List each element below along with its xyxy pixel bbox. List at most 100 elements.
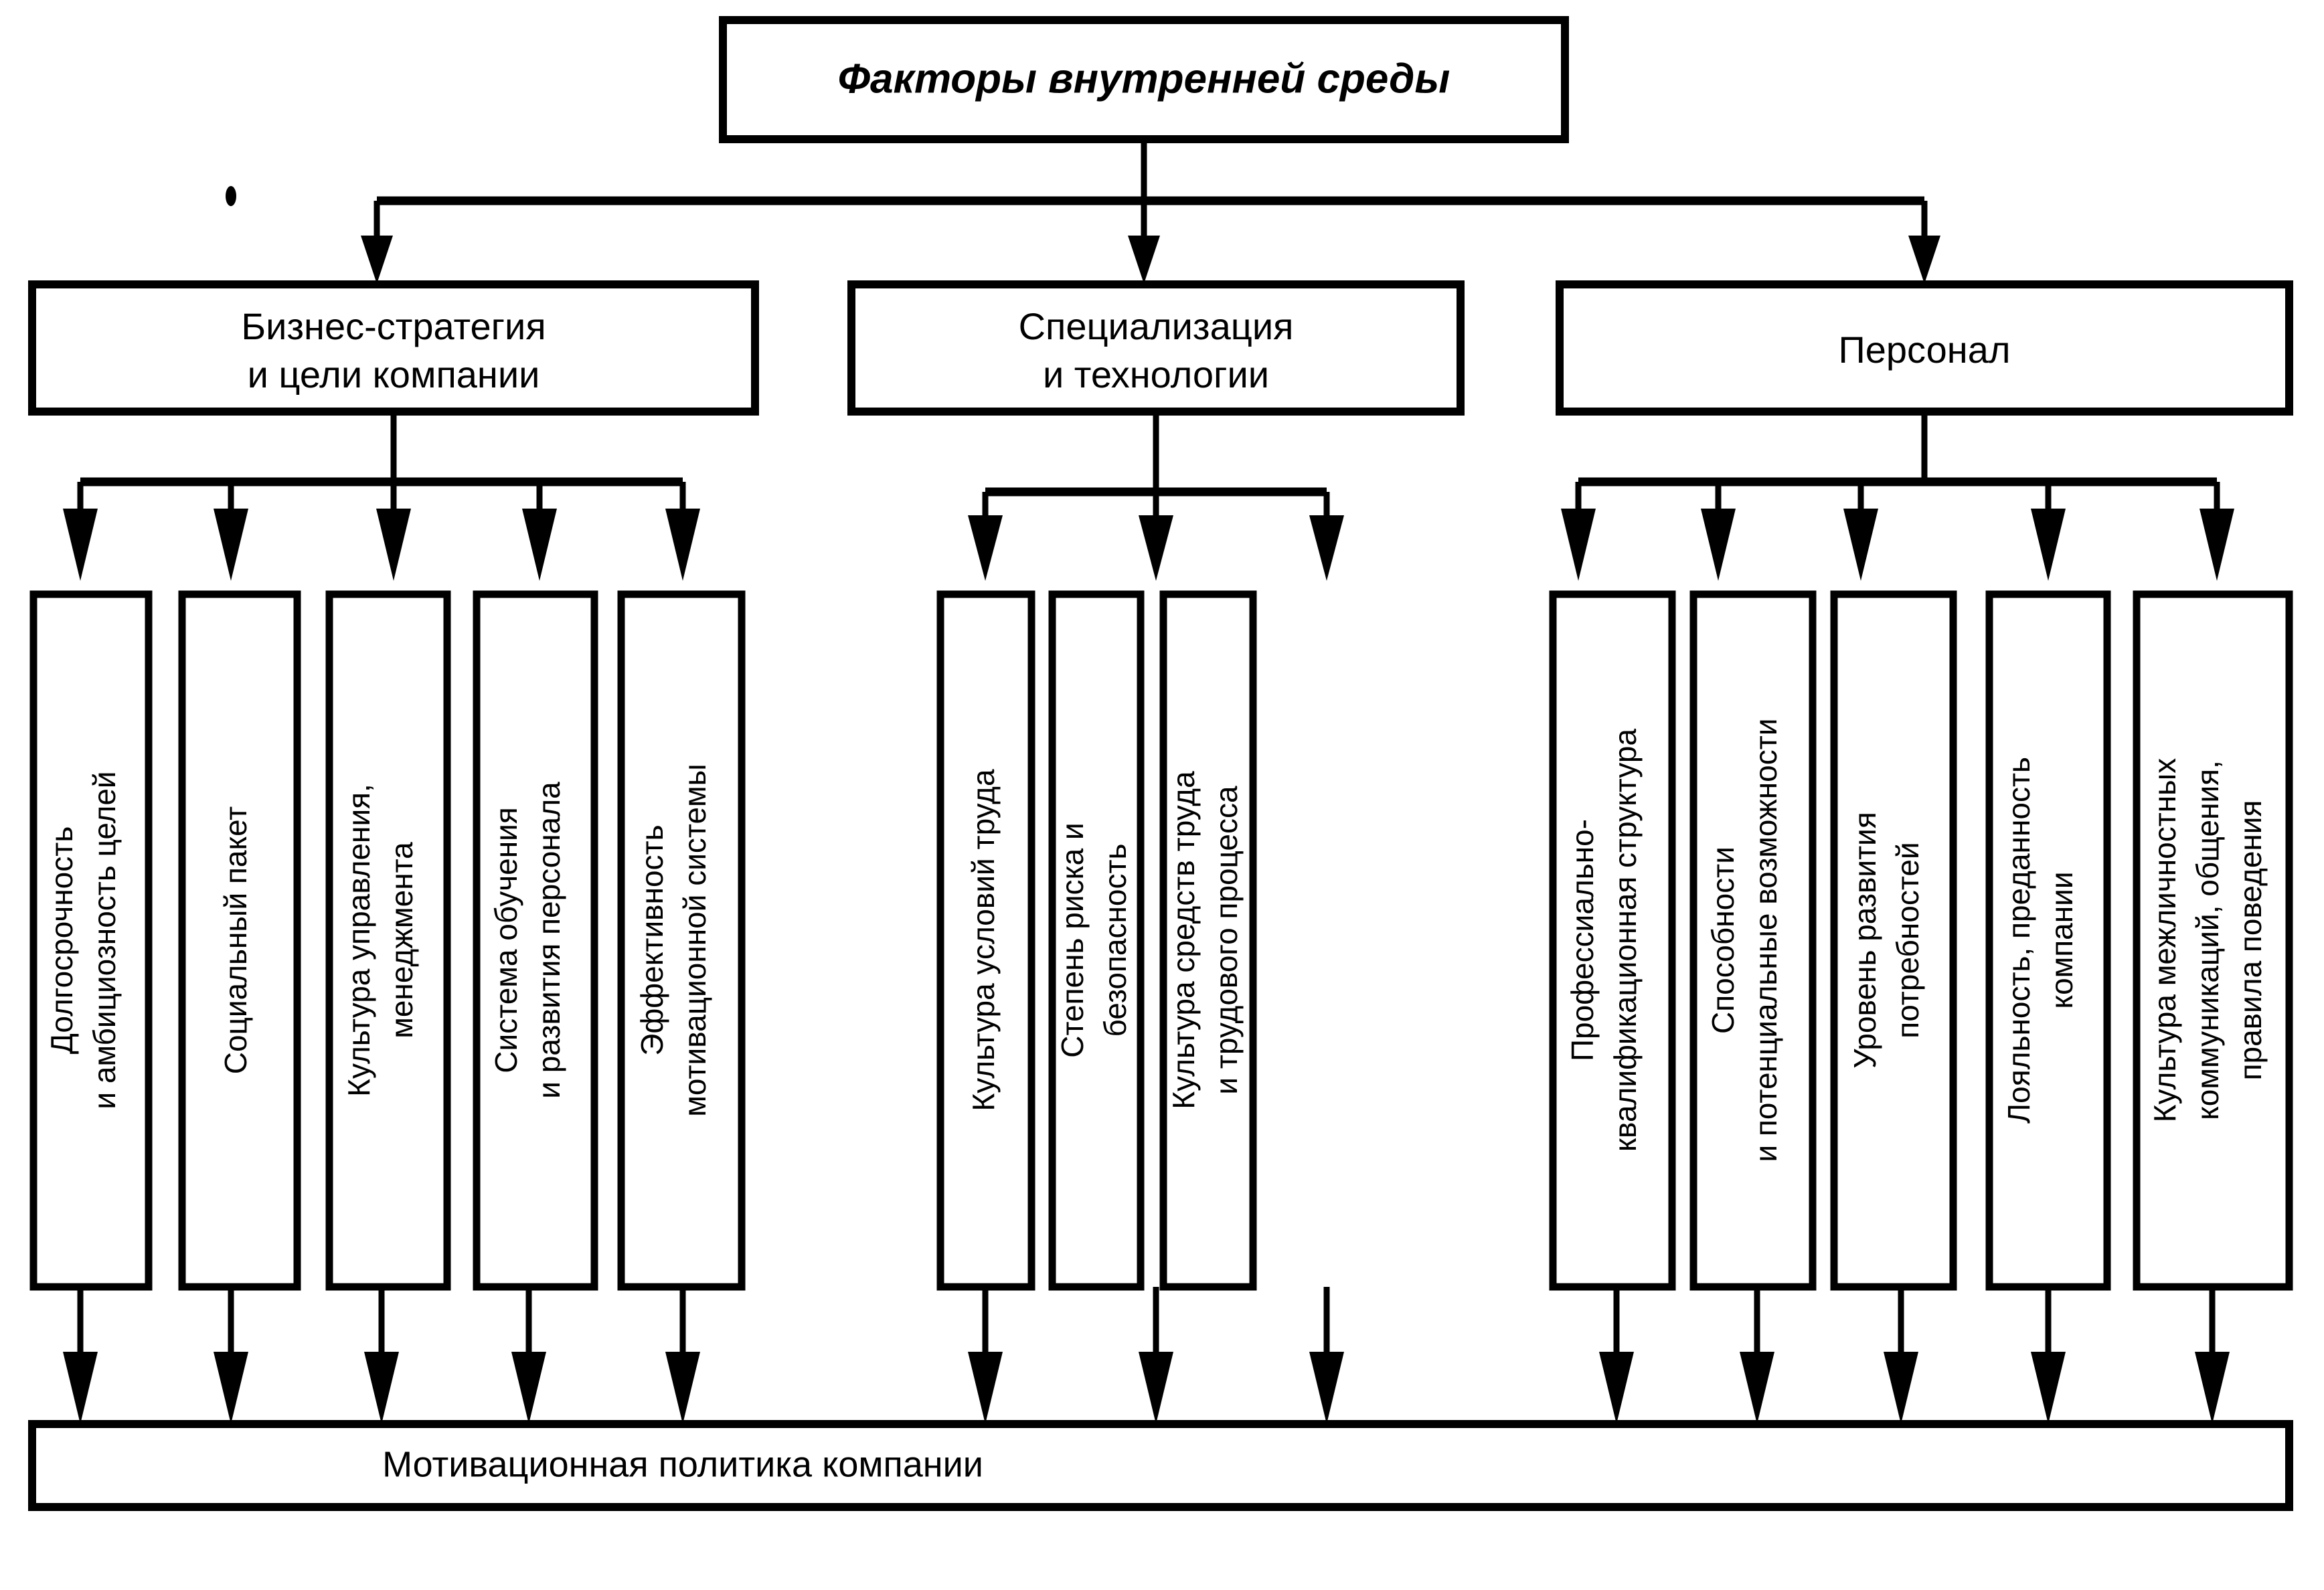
factor-1-4-label-line2: и развития персонала xyxy=(531,782,566,1099)
factor-3-1-label-line2: квалификационная структура xyxy=(1608,729,1643,1152)
factor-1-4-rect xyxy=(473,590,598,1291)
factor-1-1-label-line1: Долгосрочность xyxy=(44,826,79,1055)
factor-3-5-rect xyxy=(2133,590,2293,1291)
factor-node-training-system[interactable]: Система обучения и развития персонала xyxy=(473,590,598,1291)
factor-1-2-label-line1: Социальный пакет xyxy=(218,806,253,1074)
category-1-label-line2: и цели компании xyxy=(248,353,540,395)
title-label: Факторы внутренней среды xyxy=(838,56,1450,102)
arrowhead-footer-7 xyxy=(1139,1352,1173,1424)
arrowhead-category-1 xyxy=(361,236,393,284)
title-node[interactable]: Факторы внутренней среды xyxy=(719,16,1569,143)
factor-1-5-label-line1: Эффективность xyxy=(635,824,669,1055)
factor-3-3-label-line1: Уровень развития xyxy=(1847,812,1882,1069)
factor-node-loyalty[interactable]: Лояльность, преданность компании xyxy=(1985,590,2111,1291)
category-node-personnel[interactable]: Персонал xyxy=(1556,280,2293,416)
footer-node-motivation-policy[interactable]: Мотивационная политика компании xyxy=(28,1420,2293,1511)
factor-1-1-rect xyxy=(29,590,153,1291)
factor-3-5-label-line1: Культура межличностных xyxy=(2147,758,2182,1123)
arrowhead-footer-12 xyxy=(2031,1352,2066,1424)
factor-node-goal-horizon[interactable]: Долгосрочность и амбициозность целей xyxy=(29,590,153,1291)
arrowhead-factor-2-1 xyxy=(968,515,1003,581)
factor-3-4-rect xyxy=(1985,590,2111,1291)
factor-1-4-label-line1: Система обучения xyxy=(489,807,523,1073)
connector-category-3-to-factors xyxy=(1561,412,2234,581)
arrowhead-factor-1-1 xyxy=(63,509,98,581)
factor-node-needs-development-level[interactable]: Уровень развития потребностей xyxy=(1830,590,1957,1291)
arrowhead-factor-1-4 xyxy=(522,509,557,581)
title-node-rect xyxy=(719,16,1569,143)
factor-1-3-rect xyxy=(325,590,451,1291)
arrowhead-footer-4 xyxy=(511,1352,546,1424)
factor-1-3-label-line1: Культура управления, xyxy=(341,784,376,1097)
factor-2-2-rect xyxy=(1048,590,1145,1291)
arrowhead-category-3 xyxy=(1908,236,1940,284)
factor-3-4-label-line2: компании xyxy=(2044,871,2079,1008)
factor-2-2-label-line2: безопасность xyxy=(1098,843,1133,1037)
factor-node-interpersonal-culture[interactable]: Культура межличностных коммуникаций, общ… xyxy=(2133,590,2293,1291)
factor-1-5-label-line2: мотивационной системы xyxy=(677,764,712,1116)
factor-1-5-rect xyxy=(617,590,746,1291)
arrowhead-footer-11 xyxy=(1884,1352,1918,1424)
factor-node-management-culture[interactable]: Культура управления, менеджмента xyxy=(325,590,451,1291)
arrowhead-factor-3-3 xyxy=(1843,509,1878,581)
connector-category-2-to-factors xyxy=(968,412,1344,581)
connector-factors-to-footer xyxy=(63,1287,2230,1424)
factor-node-labor-means-culture[interactable]: Культура средств труда и трудового проце… xyxy=(1159,590,1257,1291)
arrowhead-footer-10 xyxy=(1740,1352,1774,1424)
factor-1-2-rect xyxy=(178,590,301,1291)
factor-3-4-label-line1: Лояльность, преданность xyxy=(2001,757,2036,1124)
footer-label: Мотивационная политика компании xyxy=(382,1444,983,1484)
factor-1-1-label-line2: и амбициозность целей xyxy=(87,771,122,1109)
scan-speck xyxy=(226,186,236,206)
factor-3-2-label-line1: Способности xyxy=(1706,847,1740,1034)
factor-2-1-rect xyxy=(936,590,1035,1291)
arrowhead-factor-1-2 xyxy=(214,509,248,581)
factor-2-3-rect xyxy=(1159,590,1257,1291)
category-1-label-line1: Бизнес-стратегия xyxy=(241,305,546,347)
factor-3-1-label-line1: Профессиально- xyxy=(1565,819,1600,1061)
factor-node-work-conditions-culture[interactable]: Культура условий труда xyxy=(936,590,1035,1291)
factor-3-5-label-line2: коммуникаций, общения, xyxy=(2190,760,2225,1120)
arrowhead-factor-1-3 xyxy=(376,509,411,581)
factor-3-5-label-line3: правила поведения xyxy=(2233,800,2268,1081)
factor-2-2-label-line1: Степень риска и xyxy=(1055,822,1090,1057)
arrowhead-footer-3 xyxy=(364,1352,399,1424)
arrowhead-category-2 xyxy=(1128,236,1160,284)
arrowhead-footer-9 xyxy=(1599,1352,1634,1424)
category-3-label-line1: Персонал xyxy=(1838,329,2010,371)
factor-3-3-rect xyxy=(1830,590,1957,1291)
factor-node-abilities-potential[interactable]: Способности и потенциальные возможности xyxy=(1689,590,1817,1291)
factor-node-qualification-structure[interactable]: Профессиально- квалификационная структур… xyxy=(1549,590,1676,1291)
factor-node-risk-and-safety[interactable]: Степень риска и безопасность xyxy=(1048,590,1145,1291)
factor-node-social-package[interactable]: Социальный пакет xyxy=(178,590,301,1291)
factor-3-1-rect xyxy=(1549,590,1676,1291)
arrowhead-factor-3-2 xyxy=(1701,509,1736,581)
connector-title-to-categories xyxy=(361,139,1940,284)
category-2-label-line1: Специализация xyxy=(1019,305,1294,347)
factor-2-3-label-line1: Культура средств труда xyxy=(1166,771,1201,1110)
arrowhead-footer-13 xyxy=(2195,1352,2230,1424)
factor-2-3-label-line2: и трудового процесса xyxy=(1209,786,1244,1095)
category-node-specialization[interactable]: Специализация и технологии xyxy=(847,280,1465,416)
factor-node-motivation-effectiveness[interactable]: Эффективность мотивационной системы xyxy=(617,590,746,1291)
arrowhead-factor-2-3 xyxy=(1309,515,1344,581)
category-node-3-rect xyxy=(1556,280,2293,416)
category-node-business-strategy[interactable]: Бизнес-стратегия и цели компании xyxy=(28,280,759,416)
factor-3-2-rect xyxy=(1689,590,1817,1291)
arrowhead-footer-6 xyxy=(968,1352,1003,1424)
footer-node-rect xyxy=(28,1420,2293,1511)
arrowhead-factor-3-4 xyxy=(2031,509,2066,581)
connector-category-1-to-factors xyxy=(63,412,700,581)
arrowhead-footer-1 xyxy=(63,1352,98,1424)
arrowhead-factor-2-2 xyxy=(1139,515,1173,581)
factor-3-3-label-line2: потребностей xyxy=(1890,842,1925,1038)
arrowhead-factor-3-1 xyxy=(1561,509,1596,581)
category-2-label-line2: и технологии xyxy=(1043,353,1269,395)
category-node-2-rect xyxy=(847,280,1465,416)
arrowhead-footer-2 xyxy=(214,1352,248,1424)
arrowhead-factor-3-5 xyxy=(2200,509,2234,581)
arrowhead-footer-8 xyxy=(1309,1352,1344,1424)
arrowhead-factor-1-5 xyxy=(665,509,700,581)
